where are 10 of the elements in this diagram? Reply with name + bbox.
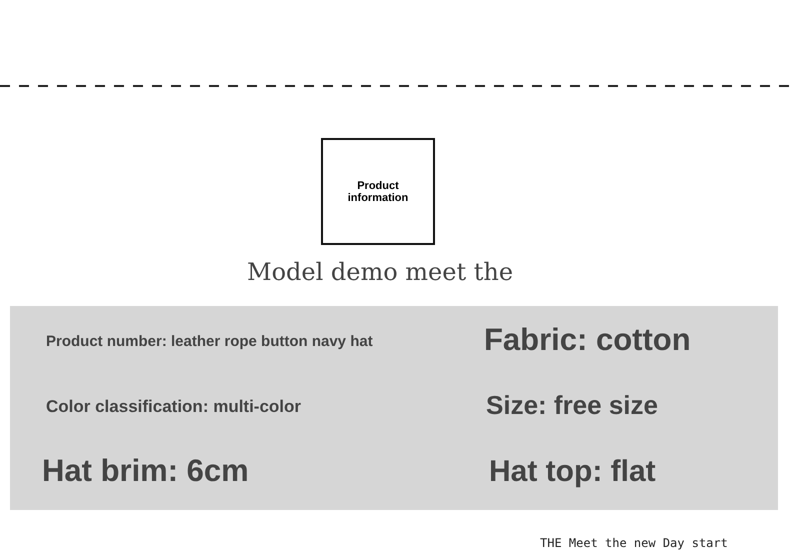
spec-text: Fabric: cotton bbox=[484, 322, 691, 358]
box-title: Product information bbox=[346, 180, 410, 204]
spec-text: Color classification: multi-color bbox=[46, 397, 302, 417]
spec-text: Hat top: flat bbox=[489, 455, 656, 489]
spec-text: Hat brim: 6cm bbox=[42, 453, 249, 489]
subtitle: Model demo meet the bbox=[247, 258, 514, 286]
spec-text: Product number: leather rope button navy hat bbox=[46, 333, 373, 350]
slogan: THE Meet the new Day start bbox=[540, 536, 728, 550]
spec-text: Size: free size bbox=[486, 390, 658, 421]
info-box bbox=[321, 138, 435, 245]
